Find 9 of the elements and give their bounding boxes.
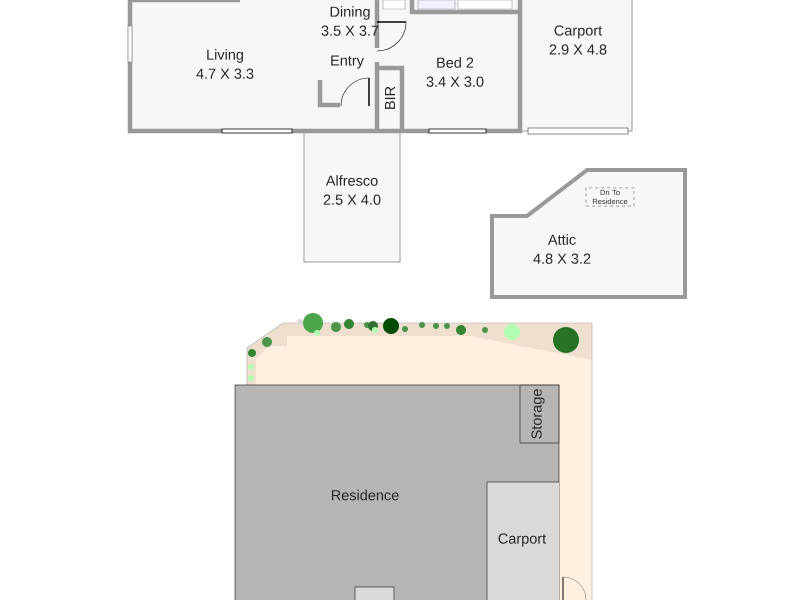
room-label: Entry <box>331 56 364 68</box>
room-label: Living 4.7 X 3.3 <box>196 49 254 79</box>
room-label: Alfresco 2.5 X 4.0 <box>324 175 380 205</box>
storage-room: Storage <box>520 384 560 444</box>
room-label: Carport 2.9 X 4.8 <box>550 25 606 55</box>
carport-area: Carport <box>486 482 560 600</box>
room-label: Bed 2 3.4 X 3.0 <box>426 57 484 87</box>
room-label: Dining 3.5 X 3.7 <box>322 6 378 36</box>
room-label: BIR <box>385 86 395 109</box>
